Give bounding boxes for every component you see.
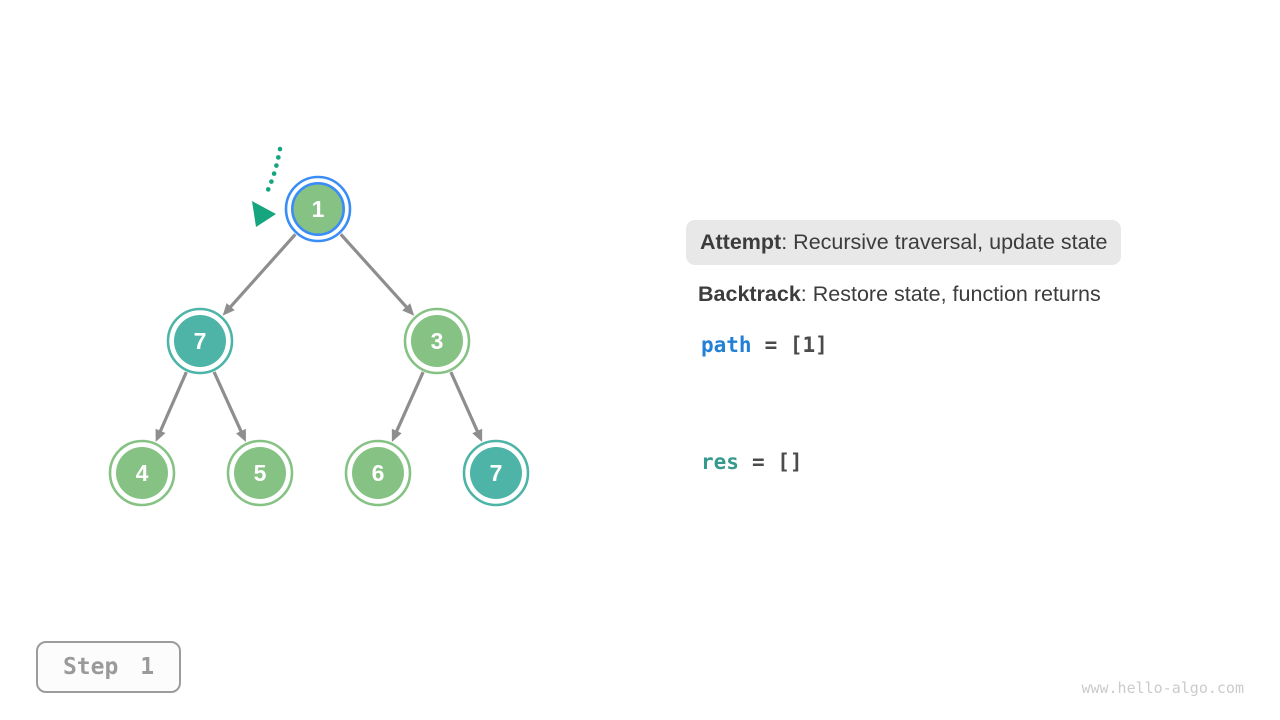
tree-node-3: 3	[403, 307, 471, 375]
res-variable-name: res	[701, 450, 739, 474]
tree-edge	[212, 371, 246, 443]
path-variable-value: = [1]	[764, 333, 828, 357]
res-state-line: res = []	[701, 450, 803, 475]
tree-node-4: 4	[108, 439, 176, 507]
tree-node-7: 7	[166, 307, 234, 375]
current-node-pointer-arrow-icon	[252, 146, 283, 227]
tree-edge	[449, 371, 483, 442]
binary-tree-diagram: 1 7 3 4 5 6 7	[108, 146, 530, 507]
node-value: 4	[136, 460, 149, 486]
tree-node-1: 1	[284, 175, 352, 243]
step-badge: Step 1	[36, 641, 181, 693]
node-value: 6	[372, 460, 385, 486]
tree-edge	[155, 371, 188, 442]
node-value: 7	[490, 460, 503, 486]
backtrack-text: : Restore state, function returns	[800, 282, 1101, 306]
node-value: 7	[194, 328, 207, 354]
attempt-label: Attempt	[700, 230, 782, 254]
tree-node-5: 5	[226, 439, 294, 507]
tree-edge	[339, 233, 415, 316]
attempt-callout: Attempt: Recursive traversal, update sta…	[686, 220, 1122, 265]
watermark: www.hello-algo.com	[1081, 679, 1244, 697]
node-value: 1	[312, 196, 325, 222]
tree-edge	[391, 371, 425, 442]
attempt-text: : Recursive traversal, update state	[781, 230, 1108, 254]
node-value: 3	[431, 328, 444, 354]
backtrack-line: Backtrack: Restore state, function retur…	[698, 282, 1101, 307]
path-variable-name: path	[701, 333, 752, 357]
res-variable-value: = []	[751, 450, 803, 474]
path-state-line: path = [1]	[701, 333, 828, 358]
tree-node-6: 6	[344, 439, 412, 507]
tree-node-7: 7	[462, 439, 530, 507]
node-value: 5	[254, 460, 267, 486]
tree-edge	[222, 233, 297, 316]
backtrack-label: Backtrack	[698, 282, 801, 306]
